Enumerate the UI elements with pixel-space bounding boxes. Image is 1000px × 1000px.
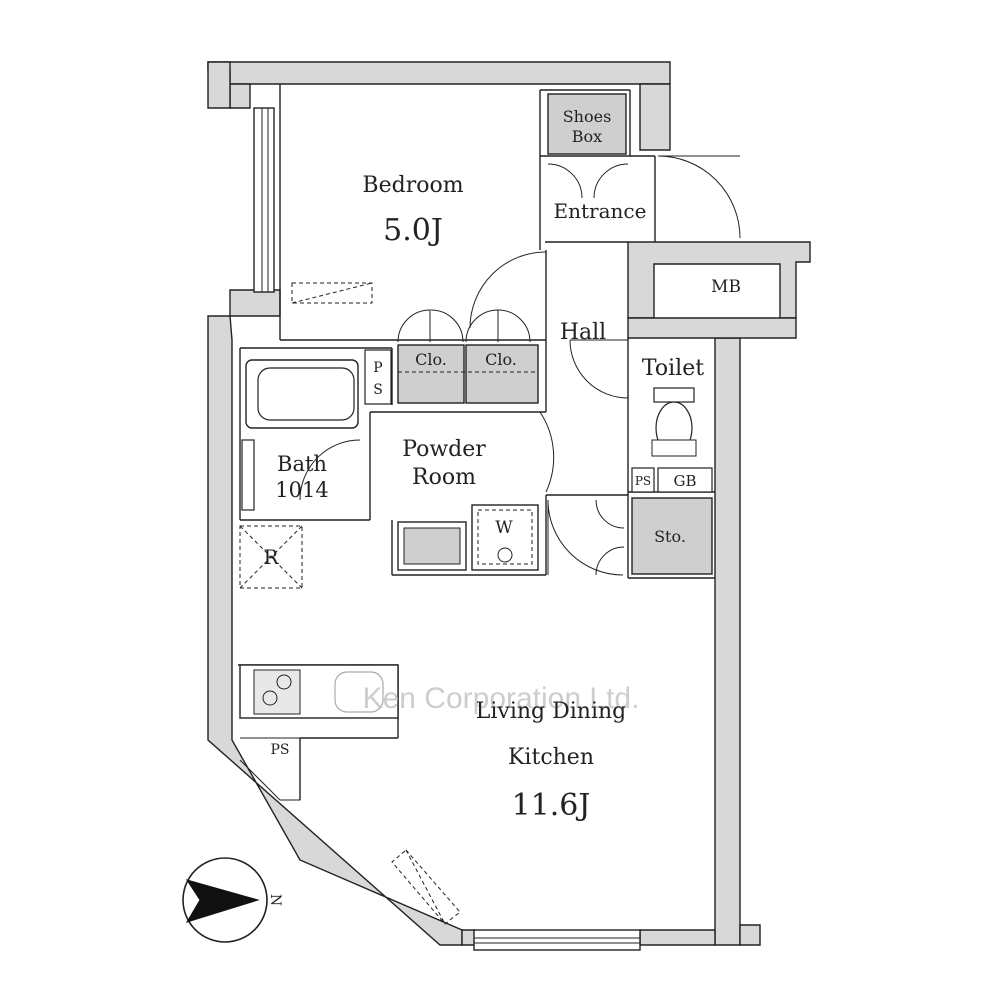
compass-north-label: N <box>267 894 283 906</box>
closet-label-2: Clo. <box>485 350 517 369</box>
powder-room-label-1: Powder <box>402 437 486 462</box>
closet-label-1: Clo. <box>415 350 447 369</box>
powder-room-label-2: Room <box>412 465 476 490</box>
bath-size: 1014 <box>275 478 328 502</box>
bath-ps-label-1: P <box>373 360 382 376</box>
washer-label: W <box>495 518 513 538</box>
storage-label: Sto. <box>654 527 686 546</box>
entrance-label: Entrance <box>554 199 647 223</box>
interior-walls <box>238 84 715 800</box>
gb-label: GB <box>673 472 696 490</box>
bath-ps-label-2: S <box>373 382 383 398</box>
toilet-label: Toilet <box>642 356 704 381</box>
bath-label: Bath <box>277 452 327 476</box>
bedroom-size: 5.0J <box>383 213 443 248</box>
ldk-label-1: Living Dining <box>476 699 627 724</box>
windows <box>253 107 641 951</box>
doors <box>299 155 741 576</box>
ldk-size: 11.6J <box>512 788 591 823</box>
fixtures <box>239 93 713 925</box>
compass: N <box>182 857 283 943</box>
ldk-label-2: Kitchen <box>508 745 594 770</box>
shoes-box-label-1: Shoes <box>563 107 612 126</box>
kitchen-ps-label: PS <box>270 742 289 758</box>
exterior-walls <box>207 61 811 946</box>
mb-label: MB <box>711 277 741 297</box>
bedroom-label: Bedroom <box>362 173 463 198</box>
shoes-box-label-2: Box <box>572 127 602 146</box>
hall-label: Hall <box>560 320 606 345</box>
watermark: Ken Corporation Ltd. <box>363 682 640 715</box>
refrigerator-label: R <box>263 545 279 569</box>
room-labels: Bedroom 5.0J Shoes Box Entrance MB Hall … <box>263 107 740 823</box>
toilet-ps-label: PS <box>635 474 651 488</box>
